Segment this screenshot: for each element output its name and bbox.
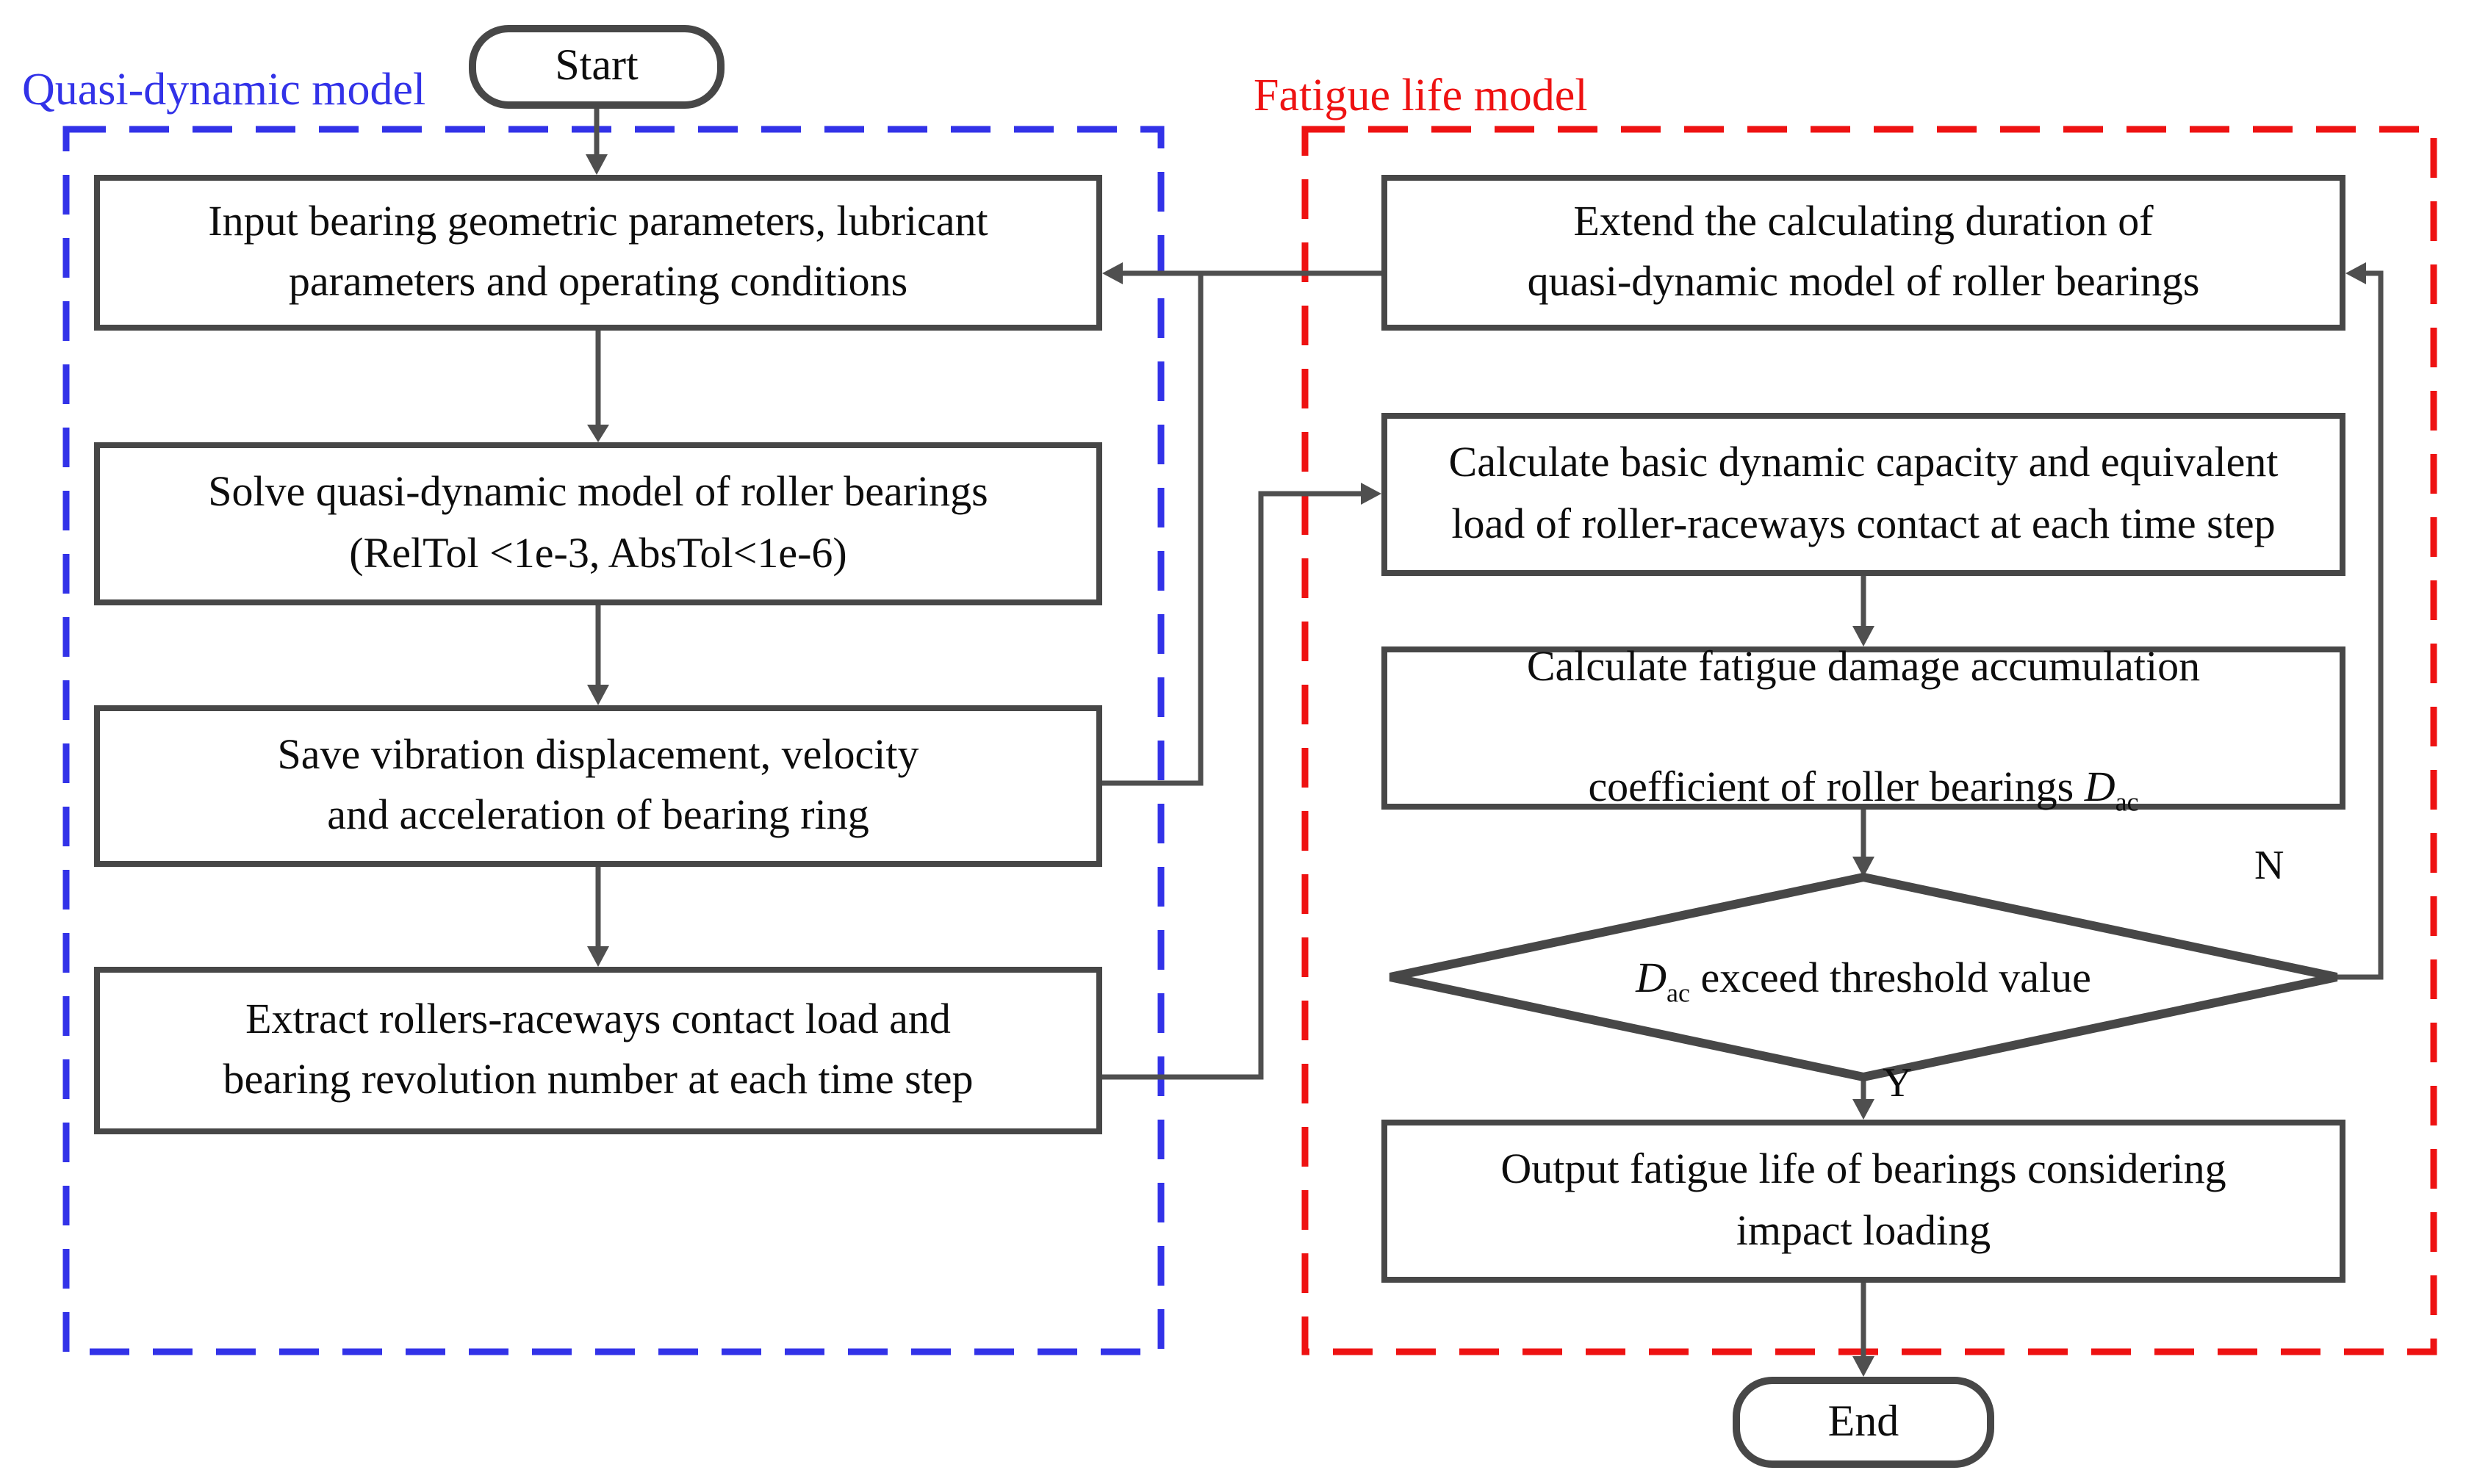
start-node: Start bbox=[469, 25, 725, 109]
save-vibration-node: Save vibration displacement, velocity an… bbox=[94, 705, 1102, 867]
arrowhead-into-calcbasic bbox=[1361, 483, 1381, 505]
arrowhead-into-input-top bbox=[586, 154, 608, 175]
edge-decision-no-loop bbox=[2337, 270, 2384, 980]
arrowhead-into-save bbox=[587, 685, 609, 705]
arrowhead-into-output bbox=[1852, 1099, 1874, 1120]
output-fatigue-life-node: Output fatigue life of bearings consider… bbox=[1381, 1120, 2345, 1283]
calc-basic-capacity-node: Calculate basic dynamic capacity and equ… bbox=[1381, 413, 2345, 576]
extend-duration-node: Extend the calculating duration of quasi… bbox=[1381, 175, 2345, 331]
decision-no-label: N bbox=[2254, 843, 2284, 889]
quasi-dynamic-region-label: Quasi-dynamic model bbox=[22, 63, 426, 115]
arrowhead-into-calcfatigue bbox=[1852, 626, 1874, 646]
dac-subscript: ac bbox=[1667, 977, 1690, 1007]
arrowhead-into-extract bbox=[587, 946, 609, 967]
decision-diamond bbox=[1389, 872, 2338, 1082]
extract-contact-load-node: Extract rollers-raceways contact load an… bbox=[94, 967, 1102, 1134]
edge-save-join-feedback bbox=[1102, 273, 1204, 786]
fatigue-life-region-label: Fatigue life model bbox=[1254, 69, 1588, 120]
arrowhead-into-decision bbox=[1852, 857, 1874, 877]
arrowheads bbox=[586, 154, 2366, 1377]
decision-threshold-label: Dac exceed threshold value bbox=[1636, 954, 2091, 1007]
arrowhead-into-extend-side bbox=[2345, 262, 2366, 284]
dac-symbol: D bbox=[2084, 764, 2115, 812]
edge-extract-to-calcbasic bbox=[1102, 491, 1361, 1080]
dac-subscript: ac bbox=[2115, 787, 2139, 817]
fatigue-life-region-border bbox=[1301, 126, 2437, 1355]
arrowhead-into-solve bbox=[587, 425, 609, 442]
calc-fatigue-damage-node: Calculate fatigue damage accumulation co… bbox=[1381, 644, 2345, 815]
input-parameters-node: Input bearing geometric parameters, lubr… bbox=[94, 175, 1102, 331]
calc-fatigue-damage-text: Calculate fatigue damage accumulation co… bbox=[1526, 643, 2201, 817]
quasi-dynamic-region-border bbox=[62, 126, 1165, 1355]
solve-model-node: Solve quasi-dynamic model of roller bear… bbox=[94, 442, 1102, 605]
decision-yes-label: Y bbox=[1883, 1061, 1913, 1106]
arrowhead-into-end bbox=[1852, 1356, 1874, 1377]
end-node: End bbox=[1733, 1377, 1994, 1468]
dac-symbol: D bbox=[1636, 954, 1667, 1001]
connector-lines bbox=[594, 109, 2384, 1356]
arrowhead-into-input-side bbox=[1102, 262, 1123, 284]
